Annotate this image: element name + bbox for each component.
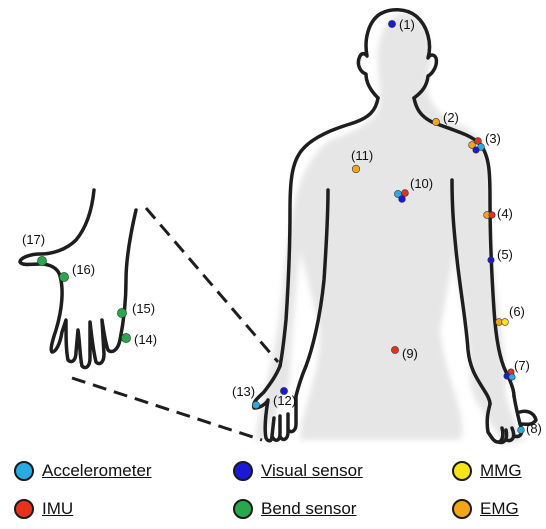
sensor-17-bend bbox=[37, 256, 46, 265]
sensor-16-bend bbox=[59, 272, 68, 281]
mmg-swatch bbox=[452, 461, 472, 481]
legend-mmg: MMG bbox=[452, 461, 522, 481]
label-2: (2) bbox=[443, 110, 459, 125]
label-11: (11) bbox=[351, 148, 373, 163]
label-8: (8) bbox=[526, 421, 542, 436]
legend-imu: IMU bbox=[14, 499, 73, 519]
legend-visual-label: Visual sensor bbox=[261, 461, 363, 481]
label-9: (9) bbox=[402, 346, 418, 361]
legend-emg: EMG bbox=[452, 499, 519, 519]
sensor-11-emg bbox=[352, 165, 360, 173]
body-shadow bbox=[255, 13, 525, 445]
sensor-9-imu bbox=[391, 346, 398, 353]
sensor-6-mmg bbox=[502, 319, 509, 326]
label-6: (6) bbox=[509, 304, 525, 319]
legend-bend-label: Bend sensor bbox=[261, 499, 356, 519]
sensor-5-visual bbox=[488, 257, 494, 263]
accelerometer-swatch bbox=[14, 461, 34, 481]
visual-swatch bbox=[233, 461, 253, 481]
label-15: (15) bbox=[132, 301, 155, 316]
label-16: (16) bbox=[72, 262, 95, 277]
label-5: (5) bbox=[497, 247, 513, 262]
label-4: (4) bbox=[497, 206, 513, 221]
label-17: (17) bbox=[22, 232, 45, 247]
sensor-14-bend bbox=[121, 333, 130, 342]
legend-accelerometer: Accelerometer bbox=[14, 461, 152, 481]
label-1: (1) bbox=[399, 17, 415, 32]
label-10: (10) bbox=[410, 176, 433, 191]
legend-visual: Visual sensor bbox=[233, 461, 363, 481]
sensor-4-imu bbox=[489, 212, 495, 218]
label-3: (3) bbox=[485, 131, 501, 146]
sensor-10-visual bbox=[399, 196, 406, 203]
sensor-2-emg bbox=[432, 118, 439, 125]
sensor-13-accelerometer bbox=[252, 401, 259, 408]
legend-bend: Bend sensor bbox=[233, 499, 356, 519]
legend-emg-label: EMG bbox=[480, 499, 519, 519]
label-14: (14) bbox=[134, 332, 157, 347]
legend-accelerometer-label: Accelerometer bbox=[42, 461, 152, 481]
label-7: (7) bbox=[514, 358, 530, 373]
sensor-3-visual bbox=[473, 147, 479, 153]
legend: Accelerometer IMU Visual sensor Bend sen… bbox=[0, 455, 546, 529]
sensor-7-accelerometer bbox=[509, 374, 515, 380]
label-12: (12) bbox=[273, 393, 296, 408]
inset-hand-outline bbox=[20, 190, 136, 368]
emg-swatch bbox=[452, 499, 472, 519]
imu-swatch bbox=[14, 499, 34, 519]
bend-swatch bbox=[233, 499, 253, 519]
sensor-15-bend bbox=[117, 308, 126, 317]
legend-mmg-label: MMG bbox=[480, 461, 522, 481]
sensor-8-accelerometer bbox=[518, 427, 525, 434]
legend-imu-label: IMU bbox=[42, 499, 73, 519]
label-13: (13) bbox=[232, 384, 255, 399]
sensor-1-visual bbox=[388, 20, 395, 27]
